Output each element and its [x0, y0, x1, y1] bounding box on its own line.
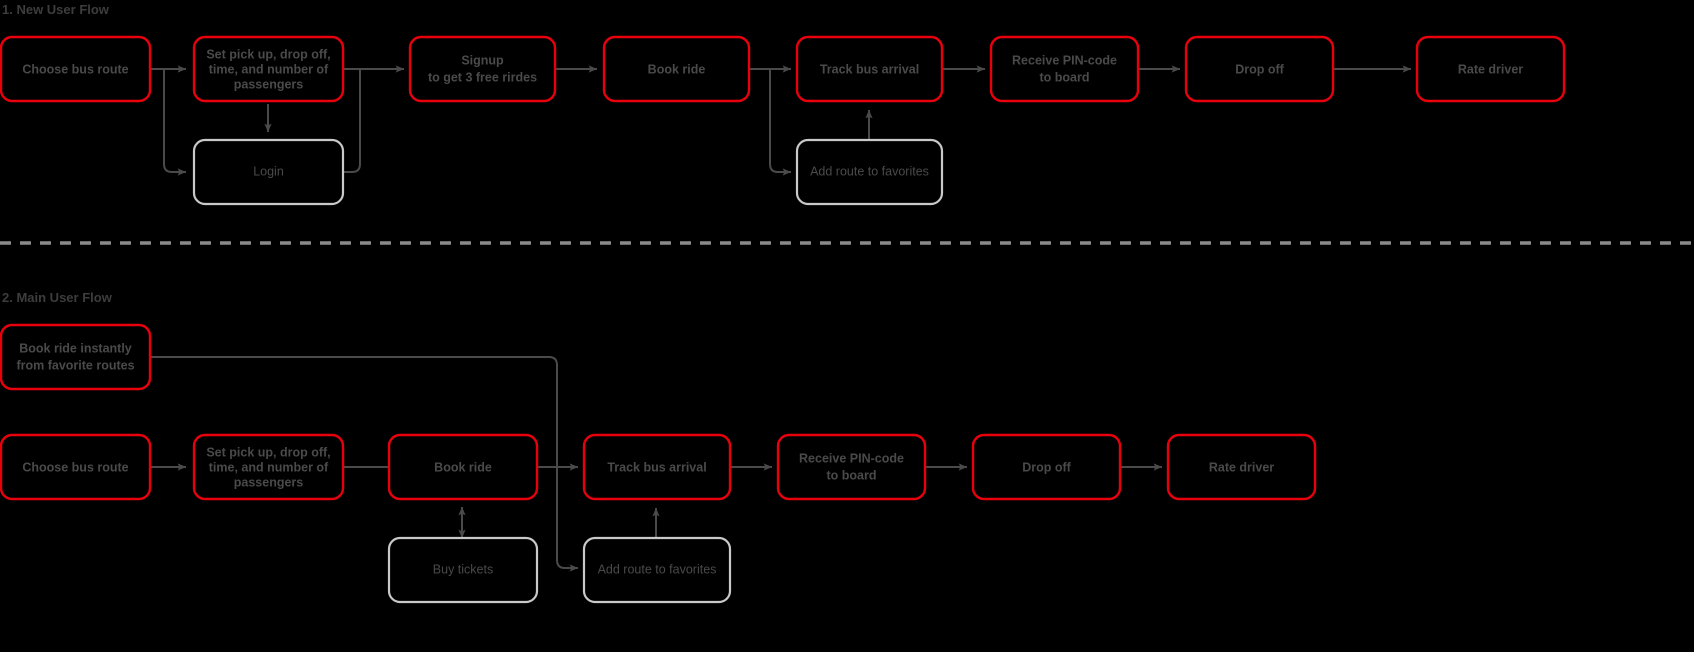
node-box[interactable] — [776, 433, 927, 501]
node-box[interactable] — [971, 433, 1122, 501]
node-label-line1: Receive PIN-code — [799, 451, 904, 465]
flow1-connectors — [150, 65, 1412, 176]
connector-f1-login-to-signup — [344, 69, 361, 173]
node-box[interactable] — [387, 536, 539, 604]
connector-f1-route-to-login — [163, 69, 187, 176]
node-box[interactable] — [408, 35, 557, 103]
node-label-line1: Set pick up, drop off, — [206, 47, 330, 61]
connector-f2-instantly-to-favorites — [150, 356, 579, 572]
node-label: Book ride — [648, 62, 706, 76]
node-label-line3: passengers — [234, 475, 304, 489]
node-f1-receive-pin[interactable]: Receive PIN-code to board — [989, 35, 1140, 103]
node-box[interactable] — [1415, 35, 1566, 103]
node-label-line2: to board — [827, 468, 877, 482]
node-box[interactable] — [192, 138, 345, 206]
node-label-line1: Signup — [461, 53, 504, 67]
node-f2-drop-off[interactable]: Drop off — [971, 433, 1122, 501]
node-label-line3: passengers — [234, 77, 304, 91]
node-box[interactable] — [0, 323, 152, 391]
node-f2-track-bus-arrival[interactable]: Track bus arrival — [582, 433, 732, 501]
node-label: Track bus arrival — [607, 460, 706, 474]
node-box[interactable] — [1166, 433, 1317, 501]
node-label: Drop off — [1022, 460, 1071, 474]
node-label: Add route to favorites — [598, 562, 717, 576]
node-box[interactable] — [0, 35, 152, 103]
node-f2-add-route-favorites[interactable]: Add route to favorites — [582, 536, 732, 604]
node-box[interactable] — [602, 35, 751, 103]
node-f2-rate-driver[interactable]: Rate driver — [1166, 433, 1317, 501]
node-f1-login[interactable]: Login — [192, 138, 345, 206]
node-box[interactable] — [795, 138, 944, 206]
node-f1-book-ride[interactable]: Book ride — [602, 35, 751, 103]
node-box[interactable] — [387, 433, 539, 501]
node-label: Choose bus route — [22, 62, 128, 76]
node-box[interactable] — [989, 35, 1140, 103]
flow2-connectors — [150, 356, 1163, 572]
node-label: Login — [253, 164, 284, 178]
node-label-line2: from favorite routes — [16, 358, 134, 372]
node-box[interactable] — [582, 433, 732, 501]
node-f1-rate-driver[interactable]: Rate driver — [1415, 35, 1566, 103]
node-f2-set-pickup[interactable]: Set pick up, drop off, time, and number … — [192, 433, 345, 501]
node-box[interactable] — [582, 536, 732, 604]
node-f1-choose-bus-route[interactable]: Choose bus route — [0, 35, 152, 103]
node-f1-add-route-favorites[interactable]: Add route to favorites — [795, 138, 944, 206]
node-box[interactable] — [0, 433, 152, 501]
node-label-line1: Receive PIN-code — [1012, 53, 1117, 67]
node-box[interactable] — [1184, 35, 1335, 103]
section-title-main-user-flow: 2. Main User Flow — [2, 290, 113, 305]
flow1-nodes: Choose bus route Set pick up, drop off, … — [0, 35, 1566, 206]
node-box[interactable] — [192, 35, 345, 103]
node-label-line2: time, and number of — [209, 62, 329, 76]
node-f2-choose-bus-route[interactable]: Choose bus route — [0, 433, 152, 501]
node-label: Add route to favorites — [810, 164, 929, 178]
node-label-line2: to get 3 free rirdes — [428, 70, 537, 84]
node-label-line2: to board — [1040, 70, 1090, 84]
node-f1-set-pickup[interactable]: Set pick up, drop off, time, and number … — [192, 35, 345, 103]
node-f1-track-bus-arrival[interactable]: Track bus arrival — [795, 35, 944, 103]
node-box[interactable] — [192, 433, 345, 501]
node-label: Track bus arrival — [820, 62, 919, 76]
node-f1-drop-off[interactable]: Drop off — [1184, 35, 1335, 103]
node-label-line1: Book ride instantly — [19, 341, 132, 355]
section-title-new-user-flow: 1. New User Flow — [2, 2, 110, 17]
node-f2-buy-tickets[interactable]: Buy tickets — [387, 536, 539, 604]
node-label: Choose bus route — [22, 460, 128, 474]
node-label-line1: Set pick up, drop off, — [206, 445, 330, 459]
node-label: Rate driver — [1458, 62, 1523, 76]
flow2-nodes: Book ride instantly from favorite routes… — [0, 323, 1317, 604]
connector-f1-bookride-to-favorites — [769, 69, 792, 176]
node-label: Buy tickets — [433, 562, 493, 576]
node-label: Book ride — [434, 460, 492, 474]
node-f2-book-ride[interactable]: Book ride — [387, 433, 539, 501]
node-f2-receive-pin[interactable]: Receive PIN-code to board — [776, 433, 927, 501]
node-label-line2: time, and number of — [209, 460, 329, 474]
node-label: Rate driver — [1209, 460, 1274, 474]
node-label: Drop off — [1235, 62, 1284, 76]
node-box[interactable] — [795, 35, 944, 103]
node-f2-book-instantly[interactable]: Book ride instantly from favorite routes — [0, 323, 152, 391]
node-f1-signup[interactable]: Signup to get 3 free rirdes — [408, 35, 557, 103]
